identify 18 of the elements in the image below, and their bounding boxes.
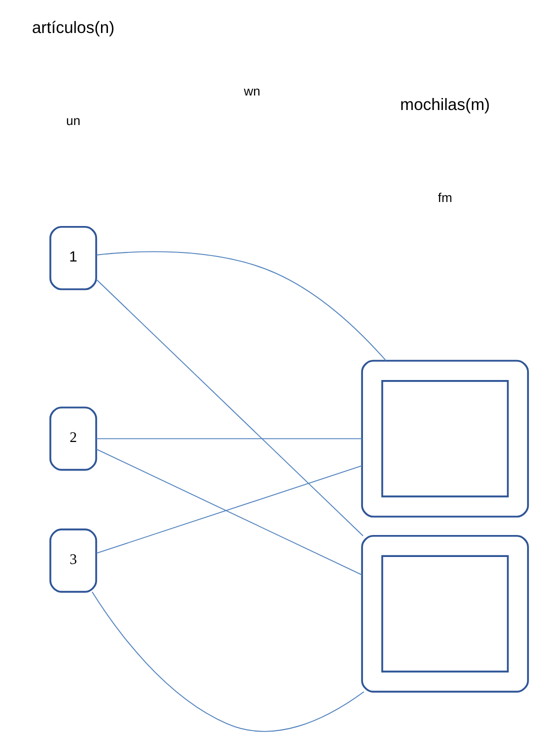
node-box bbox=[380, 555, 508, 672]
node-box: 2 bbox=[48, 406, 97, 471]
connector bbox=[95, 465, 362, 554]
node-box bbox=[380, 380, 508, 498]
connector bbox=[95, 438, 362, 440]
connector bbox=[95, 448, 362, 576]
connector bbox=[91, 591, 364, 732]
label: artículos(n) bbox=[31, 18, 114, 37]
cluster bbox=[360, 360, 528, 518]
node-box: 1 bbox=[48, 226, 97, 290]
connector bbox=[95, 278, 364, 536]
node-box: 3 bbox=[48, 528, 97, 593]
label: un bbox=[66, 112, 80, 128]
connector bbox=[95, 251, 386, 362]
label: wn bbox=[243, 84, 260, 99]
label: fm bbox=[437, 190, 452, 205]
cluster bbox=[360, 534, 528, 693]
label: mochilas(m) bbox=[400, 96, 490, 114]
